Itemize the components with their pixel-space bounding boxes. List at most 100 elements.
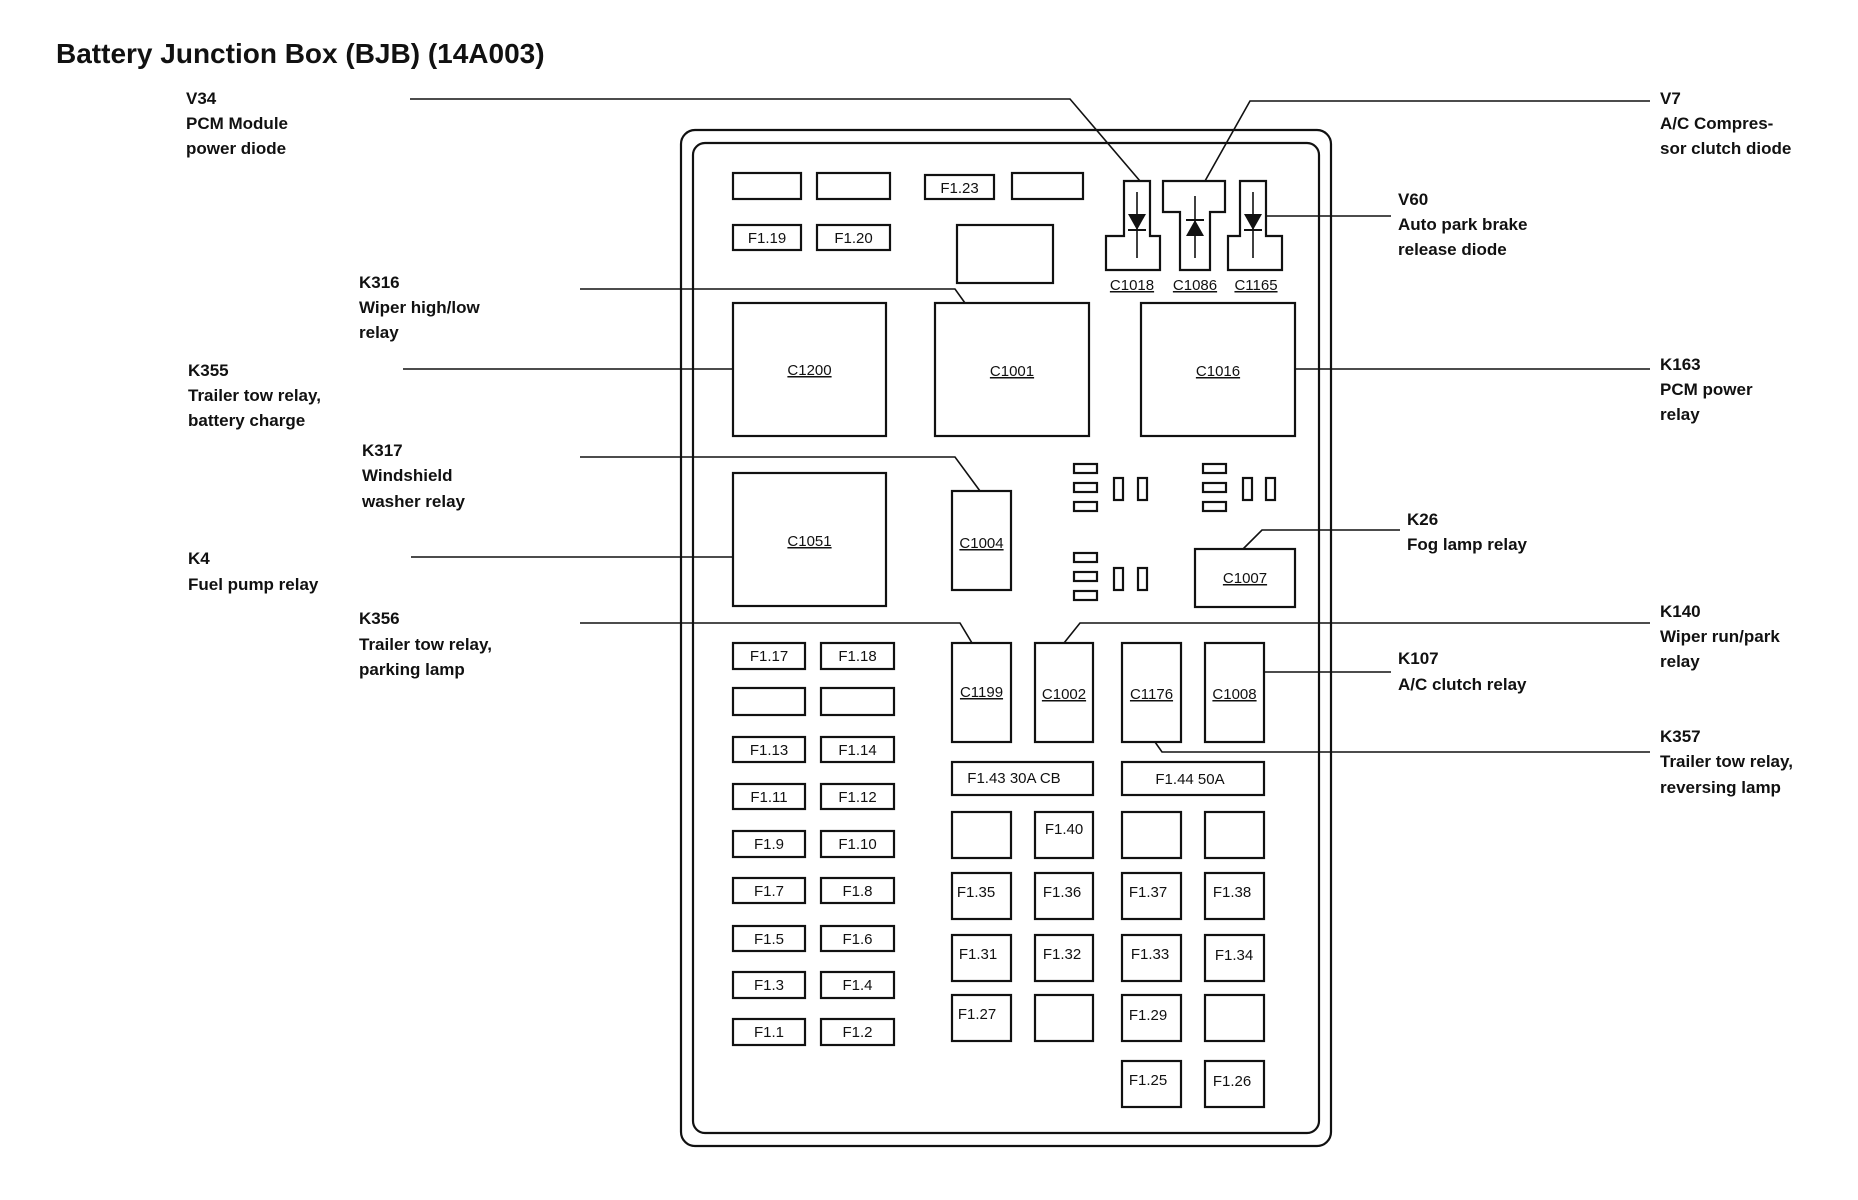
fuse-f1-14: F1.14 — [819, 735, 896, 764]
fuse-f1-40-label: F1.40 — [1045, 821, 1083, 838]
callout-k163: K163 PCM power relay — [1660, 355, 1753, 424]
fuse-f1-19-label: F1.19 — [748, 230, 786, 247]
callout-k317-line-1: Windshield — [362, 466, 453, 485]
fuse-blank-left-2 — [819, 686, 896, 717]
leader-line-k140 — [1063, 622, 1650, 644]
callout-k356: K356 Trailer tow relay, parking lamp — [359, 609, 492, 679]
fuse-f1-4: F1.4 — [819, 970, 896, 1000]
callout-v60-code: V60 — [1398, 190, 1428, 209]
terminal-slots-group-3 — [1072, 551, 1149, 602]
fuse-f1-10: F1.10 — [819, 829, 896, 859]
callout-k316-line-2: relay — [359, 323, 399, 342]
fuse-f1-18: F1.18 — [819, 641, 896, 671]
fuse-f1-5-label: F1.5 — [754, 931, 784, 948]
fuse-f1-32: F1.32 — [1033, 933, 1095, 983]
fuse-f1-13-label: F1.13 — [750, 742, 788, 759]
relay-c1199-label: C1199 — [960, 684, 1003, 701]
relay-c1002: C1002 — [1033, 641, 1095, 744]
callout-k107: K107 A/C clutch relay — [1398, 649, 1527, 694]
callout-v34: V34 PCM Module power diode — [186, 89, 288, 158]
fuse-f1-4-label: F1.4 — [842, 977, 872, 994]
fuse-blank-maxi-3 — [1203, 810, 1266, 860]
callout-k355-line-2: battery charge — [188, 411, 305, 430]
page-title: Battery Junction Box (BJB) (14A003) — [56, 38, 545, 69]
fuse-f1-35: F1.35 — [950, 871, 1013, 921]
callout-k316-code: K316 — [359, 273, 400, 292]
fuse-f1-27: F1.27 — [950, 993, 1013, 1043]
diode-c1165: C1165 — [1226, 179, 1284, 294]
fuse-f1-43: F1.43 30A CB — [950, 760, 1095, 797]
callout-k26-line-1: Fog lamp relay — [1407, 535, 1528, 554]
callout-k316: K316 Wiper high/low relay — [359, 273, 481, 342]
callout-k4: K4 Fuel pump relay — [188, 549, 319, 594]
fuse-f1-36: F1.36 — [1033, 871, 1095, 921]
fuse-f1-8: F1.8 — [819, 876, 896, 905]
callout-k357-line-1: Trailer tow relay, — [1660, 752, 1793, 771]
callout-k140-code: K140 — [1660, 602, 1701, 621]
callout-k163-code: K163 — [1660, 355, 1701, 374]
leader-line-v34 — [410, 98, 1141, 182]
fuse-f1-17: F1.17 — [731, 641, 807, 671]
diode-arrow-down-icon — [1244, 214, 1262, 230]
callout-k317-line-2: washer relay — [361, 492, 466, 511]
fuse-f1-38: F1.38 — [1203, 871, 1266, 921]
fuse-f1-14-label: F1.14 — [838, 742, 876, 759]
fuse-blank-maxi-2 — [1120, 810, 1183, 860]
relay-c1007-label: C1007 — [1223, 570, 1267, 587]
fuse-blank-left-1 — [731, 686, 807, 717]
diode-c1018: C1018 — [1104, 179, 1162, 294]
fuse-f1-2-label: F1.2 — [842, 1024, 872, 1041]
fuse-f1-10-label: F1.10 — [838, 836, 876, 853]
fuse-f1-34-label: F1.34 — [1215, 947, 1253, 964]
fuse-f1-1-label: F1.1 — [754, 1024, 784, 1041]
relay-c1001: C1001 — [933, 301, 1091, 438]
fuse-f1-43-label: F1.43 30A CB — [967, 770, 1060, 787]
fuse-f1-11: F1.11 — [731, 782, 807, 811]
callout-v34-line-2: power diode — [186, 139, 286, 158]
fuse-f1-38-label: F1.38 — [1213, 884, 1251, 901]
fuse-f1-9: F1.9 — [731, 829, 807, 859]
fuse-f1-13: F1.13 — [731, 735, 807, 764]
leader-line-k317 — [580, 456, 981, 492]
fuse-f1-7: F1.7 — [731, 876, 807, 905]
fuse-f1-36-label: F1.36 — [1043, 884, 1081, 901]
relay-c1002-label: C1002 — [1042, 686, 1086, 703]
fuse-f1-37-label: F1.37 — [1129, 884, 1167, 901]
fuse-f1-37: F1.37 — [1120, 871, 1183, 921]
fuse-f1-12-label: F1.12 — [838, 789, 876, 806]
fuse-f1-31-label: F1.31 — [959, 946, 997, 963]
callout-k140-line-2: relay — [1660, 652, 1700, 671]
callout-v60: V60 Auto park brake release diode — [1398, 190, 1527, 259]
fuse-f1-17-label: F1.17 — [750, 648, 788, 665]
leader-line-k356 — [580, 622, 973, 644]
callout-k4-code: K4 — [188, 549, 210, 568]
callout-v7-line-1: A/C Compres- — [1660, 114, 1773, 133]
callout-k355-line-1: Trailer tow relay, — [188, 386, 321, 405]
fuse-f1-44: F1.44 50A — [1120, 760, 1266, 797]
fuse-f1-7-label: F1.7 — [754, 883, 784, 900]
callout-k163-line-2: relay — [1660, 405, 1700, 424]
fuse-f1-18-label: F1.18 — [838, 648, 876, 665]
callout-k163-line-1: PCM power — [1660, 380, 1753, 399]
diode-arrow-up-icon — [1186, 220, 1204, 236]
callout-v34-code: V34 — [186, 89, 217, 108]
fuse-f1-3-label: F1.3 — [754, 977, 784, 994]
relay-c1051: C1051 — [731, 471, 888, 608]
fuse-f1-29: F1.29 — [1120, 993, 1183, 1043]
blank-block-top — [955, 223, 1055, 285]
fuse-f1-31: F1.31 — [950, 933, 1013, 983]
relay-c1199: C1199 — [950, 641, 1013, 744]
leader-line-v7 — [1204, 100, 1650, 182]
relay-c1004-label: C1004 — [959, 535, 1003, 552]
fuse-f1-1: F1.1 — [731, 1017, 807, 1047]
callout-k317: K317 Windshield washer relay — [361, 441, 466, 511]
callout-k357-code: K357 — [1660, 727, 1701, 746]
fuse-f1-25: F1.25 — [1120, 1059, 1183, 1109]
fuse-f1-26: F1.26 — [1203, 1059, 1266, 1109]
relay-c1007: C1007 — [1193, 547, 1297, 609]
fuse-blank-top-1 — [731, 171, 803, 201]
callout-k357-line-2: reversing lamp — [1660, 778, 1781, 797]
diode-c1086: C1086 — [1161, 179, 1227, 294]
callout-k317-code: K317 — [362, 441, 403, 460]
